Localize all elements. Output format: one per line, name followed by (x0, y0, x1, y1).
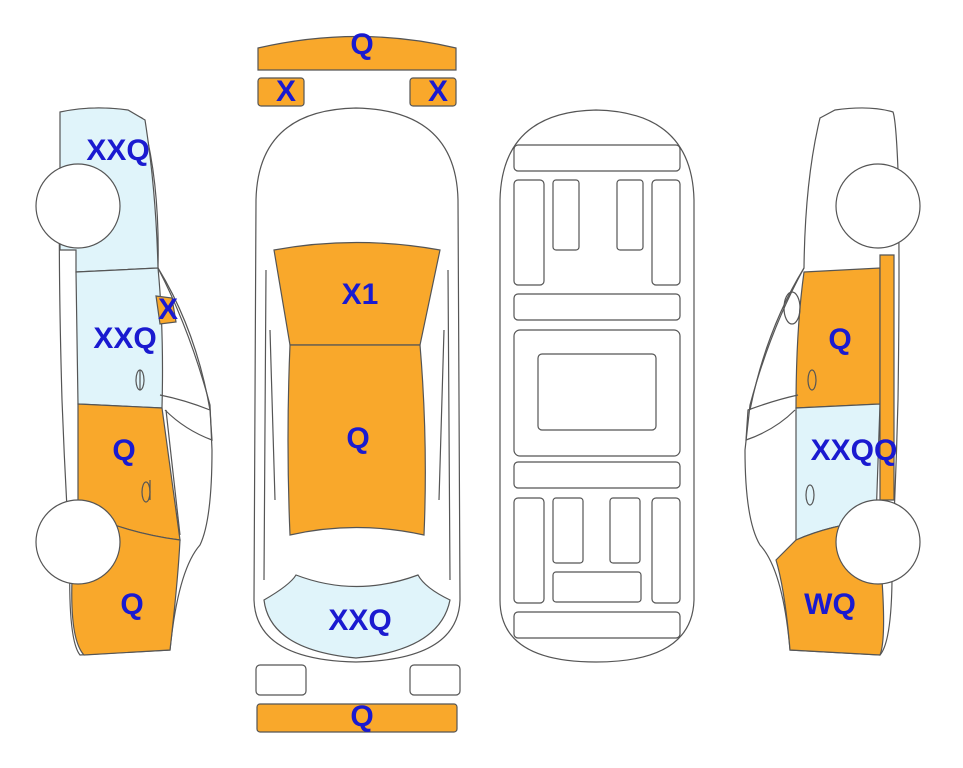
rear-window[interactable] (263, 574, 451, 659)
label-right-rear-quarter: WQ (804, 588, 856, 621)
label-roof: Q (346, 422, 369, 455)
label-left-rear-quarter: Q (120, 588, 143, 621)
right-front-wheel (835, 163, 921, 249)
label-front-bumper: Q (350, 28, 373, 61)
right-rear-wheel (835, 499, 921, 585)
front-bumper[interactable] (257, 35, 457, 71)
left-front-wheel (35, 163, 121, 249)
top-view (253, 35, 461, 733)
left-side-view (35, 107, 213, 656)
label-left-front-door: XXQ (93, 322, 156, 355)
label-right-front-door: Q (828, 323, 851, 356)
left-mirror[interactable] (155, 295, 177, 325)
label-hood: X1 (342, 278, 379, 311)
label-front-light-right: X (428, 75, 448, 108)
label-front-light-left: X (276, 75, 296, 108)
label-left-rear-door: Q (112, 434, 135, 467)
right-pillar-strip (879, 254, 895, 501)
underbody-view (499, 109, 695, 663)
rear-light-left (255, 664, 307, 696)
rear-light-right (409, 664, 461, 696)
label-rear-bumper: Q (350, 700, 373, 733)
label-rear-window: XXQ (328, 604, 391, 637)
damage-labels: Q X X X1 Q XXQ Q XXQ X XXQ Q Q Q XXQQ WQ (86, 28, 897, 733)
roof[interactable] (287, 344, 426, 536)
label-left-mirror: X (158, 293, 178, 326)
rear-bumper[interactable] (256, 703, 458, 733)
hood[interactable] (273, 241, 441, 346)
left-rear-wheel (35, 499, 121, 585)
label-left-front-fender: XXQ (86, 134, 149, 167)
front-light-left[interactable] (257, 77, 305, 107)
label-right-rear-door: XXQQ (811, 434, 898, 467)
right-side-view (744, 107, 921, 656)
front-light-right[interactable] (409, 77, 457, 107)
